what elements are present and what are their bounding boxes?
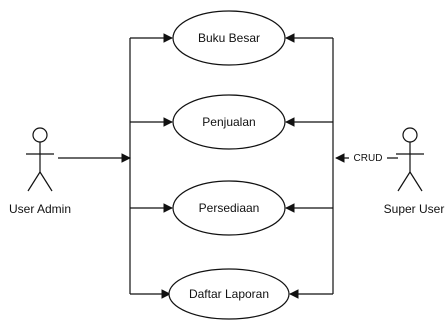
use-case-label: Persediaan bbox=[199, 201, 260, 215]
crud-label: CRUD bbox=[349, 151, 387, 164]
actor-label-left: User Admin bbox=[9, 202, 71, 216]
stick-figure-icon bbox=[26, 127, 54, 192]
use-case-buku-besar[interactable]: Buku Besar bbox=[172, 10, 286, 66]
actor-user-admin[interactable]: User Admin bbox=[9, 127, 71, 216]
use-case-penjualan[interactable]: Penjualan bbox=[172, 94, 286, 150]
use-case-label: Buku Besar bbox=[198, 31, 260, 45]
use-case-persediaan[interactable]: Persediaan bbox=[172, 180, 286, 236]
left-connectors bbox=[58, 33, 173, 299]
use-case-label: Daftar Laporan bbox=[189, 287, 269, 301]
right-connectors bbox=[285, 33, 398, 299]
use-case-daftar-laporan[interactable]: Daftar Laporan bbox=[168, 268, 290, 320]
stick-figure-icon bbox=[396, 127, 424, 192]
actor-super-user[interactable]: Super User bbox=[384, 127, 445, 216]
use-case-label: Penjualan bbox=[202, 115, 255, 129]
actor-label-right: Super User bbox=[384, 202, 445, 216]
crud-label-bg bbox=[349, 151, 387, 164]
crud-label-text: CRUD bbox=[354, 153, 383, 164]
